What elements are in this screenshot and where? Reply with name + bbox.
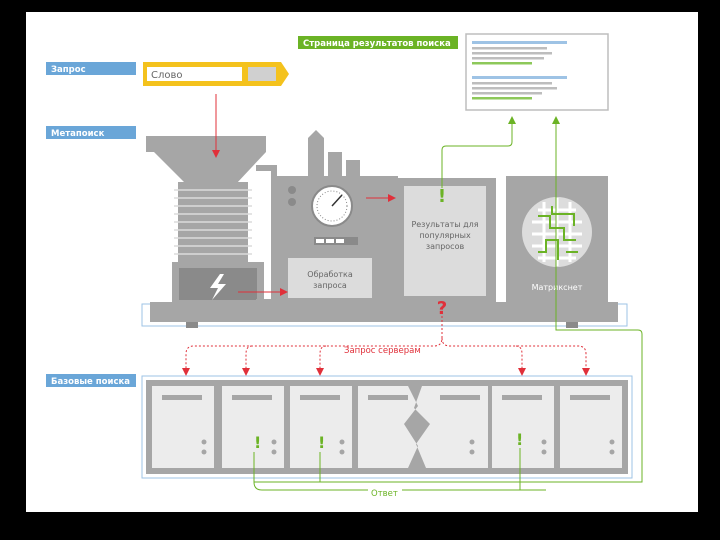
server-2-exclaim: ! — [254, 433, 261, 452]
processing-label-1: Обработка — [307, 270, 353, 279]
diagram-canvas: Запрос Метапоиск Базовые поиска Страница… — [26, 12, 698, 512]
results-label-2: популярных — [419, 231, 471, 240]
svg-text:Метапоиск: Метапоиск — [51, 129, 105, 139]
matrixnet-label: Матрикснет — [532, 283, 583, 292]
server-1 — [152, 386, 214, 468]
label-metasearch: Метапоиск — [46, 126, 136, 139]
server-3: ! — [290, 386, 352, 468]
processing-label-2: запроса — [313, 281, 347, 290]
lightning-icon — [210, 274, 226, 300]
response-arrows — [253, 116, 643, 491]
results-exclaim: ! — [438, 186, 446, 207]
query-input[interactable] — [147, 67, 242, 81]
server-5-exclaim: ! — [516, 430, 523, 449]
serp-page — [465, 33, 609, 111]
results-label-1: Результаты для — [411, 220, 478, 229]
server-broken — [358, 386, 488, 468]
label-query: Запрос — [46, 62, 136, 75]
bellows — [174, 182, 252, 262]
base-search-servers: ! ! ! — [141, 375, 633, 479]
server-5: ! — [492, 386, 554, 468]
svg-text:Страница результатов поиска: Страница результатов поиска — [303, 39, 451, 49]
svg-text:Базовые поиска: Базовые поиска — [51, 377, 130, 387]
query-submit-button[interactable] — [248, 67, 276, 81]
request-servers-arrows — [182, 316, 590, 376]
gauge-icon — [311, 185, 353, 227]
query-bar: Слово — [143, 62, 289, 86]
label-serp: Страница результатов поиска — [298, 36, 458, 49]
server-2: ! — [222, 386, 284, 468]
answer-label: Ответ — [371, 489, 398, 499]
request-servers-label: Запрос серверам — [344, 346, 421, 356]
search-architecture-diagram: Запрос Метапоиск Базовые поиска Страница… — [46, 33, 643, 499]
answer-lines — [253, 448, 521, 490]
server-6 — [560, 386, 622, 468]
request-arrows — [212, 94, 396, 296]
label-base-search: Базовые поиска — [46, 374, 136, 387]
svg-text:Запрос: Запрос — [51, 65, 86, 75]
results-question: ? — [437, 298, 447, 319]
matrixnet-brain-icon — [522, 197, 592, 267]
metasearch-machine: Обработка запроса Результаты для популяр… — [141, 130, 628, 328]
results-label-3: запросов — [426, 242, 465, 251]
server-3-exclaim: ! — [318, 433, 325, 452]
query-input-text: Слово — [151, 70, 183, 81]
